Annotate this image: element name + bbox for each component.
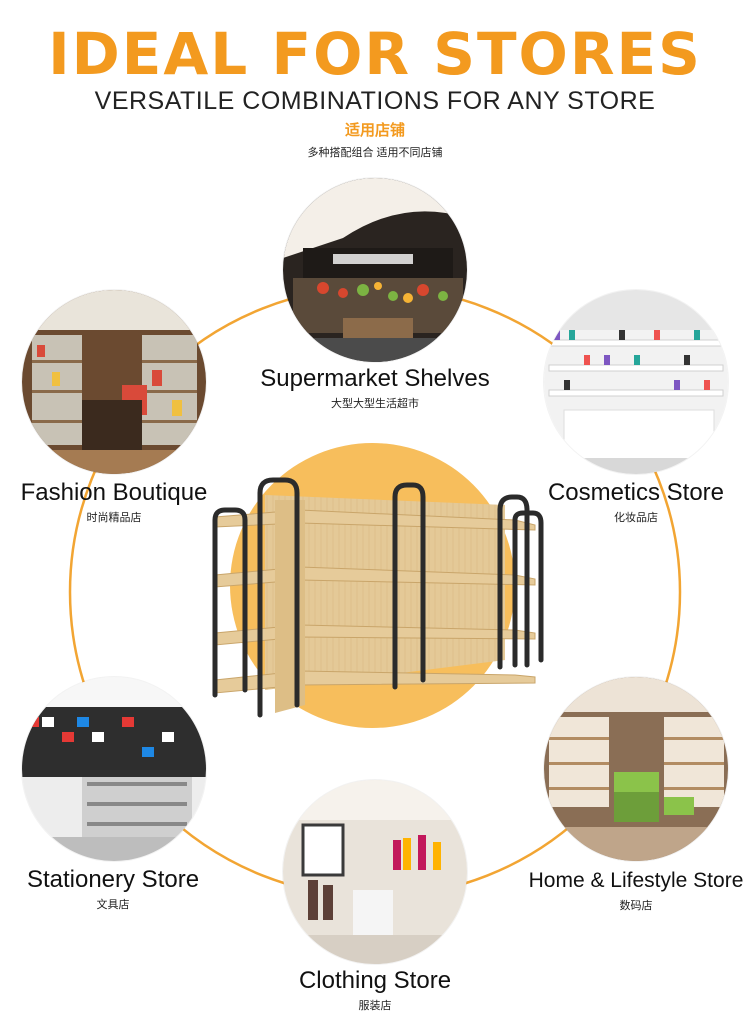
home-lifestyle-photo	[544, 677, 728, 861]
label-cosmetics-store: Cosmetics Store 化妆品店	[520, 478, 750, 526]
label-stationery-store-name: Stationery Store	[26, 866, 200, 893]
label-clothing-store: Clothing Store 服装店	[205, 966, 545, 1014]
label-supermarket-name: Supermarket Shelves	[260, 365, 490, 392]
label-cosmetics-store-name: Cosmetics Store	[547, 479, 725, 506]
cn-title: 适用店铺	[344, 122, 405, 139]
label-home-lifestyle-name: Home & Lifestyle Store	[528, 869, 744, 892]
label-home-lifestyle: Home & Lifestyle Store 数码店	[520, 866, 750, 914]
cn-subtitle: 多种搭配组合 适用不同店铺	[307, 147, 443, 159]
supermarket-photo	[283, 178, 467, 362]
label-cosmetics-store-cn: 化妆品店	[614, 512, 658, 524]
label-clothing-store-cn: 服装店	[358, 1000, 392, 1012]
label-supermarket: Supermarket Shelves 大型大型生活超市	[205, 364, 545, 412]
cosmetics-store-photo	[544, 290, 728, 474]
label-stationery-store-cn: 文具店	[96, 899, 130, 911]
fashion-boutique-photo	[22, 290, 206, 474]
label-supermarket-cn: 大型大型生活超市	[331, 398, 419, 410]
label-stationery-store: Stationery Store 文具店	[0, 865, 226, 913]
wooden-shelf-unit-image	[212, 477, 544, 718]
label-fashion-boutique: Fashion Boutique 时尚精品店	[0, 478, 228, 526]
page-subtitle: VERSATILE COMBINATIONS FOR ANY STORE	[94, 87, 656, 115]
clothing-store-photo	[283, 780, 467, 964]
page-title: IDEAL FOR STORES	[48, 20, 702, 88]
label-clothing-store-name: Clothing Store	[298, 967, 452, 994]
stationery-store-photo	[22, 677, 206, 861]
label-fashion-boutique-cn: 时尚精品店	[86, 512, 142, 524]
label-fashion-boutique-name: Fashion Boutique	[20, 479, 208, 506]
label-home-lifestyle-cn: 数码店	[619, 900, 653, 912]
